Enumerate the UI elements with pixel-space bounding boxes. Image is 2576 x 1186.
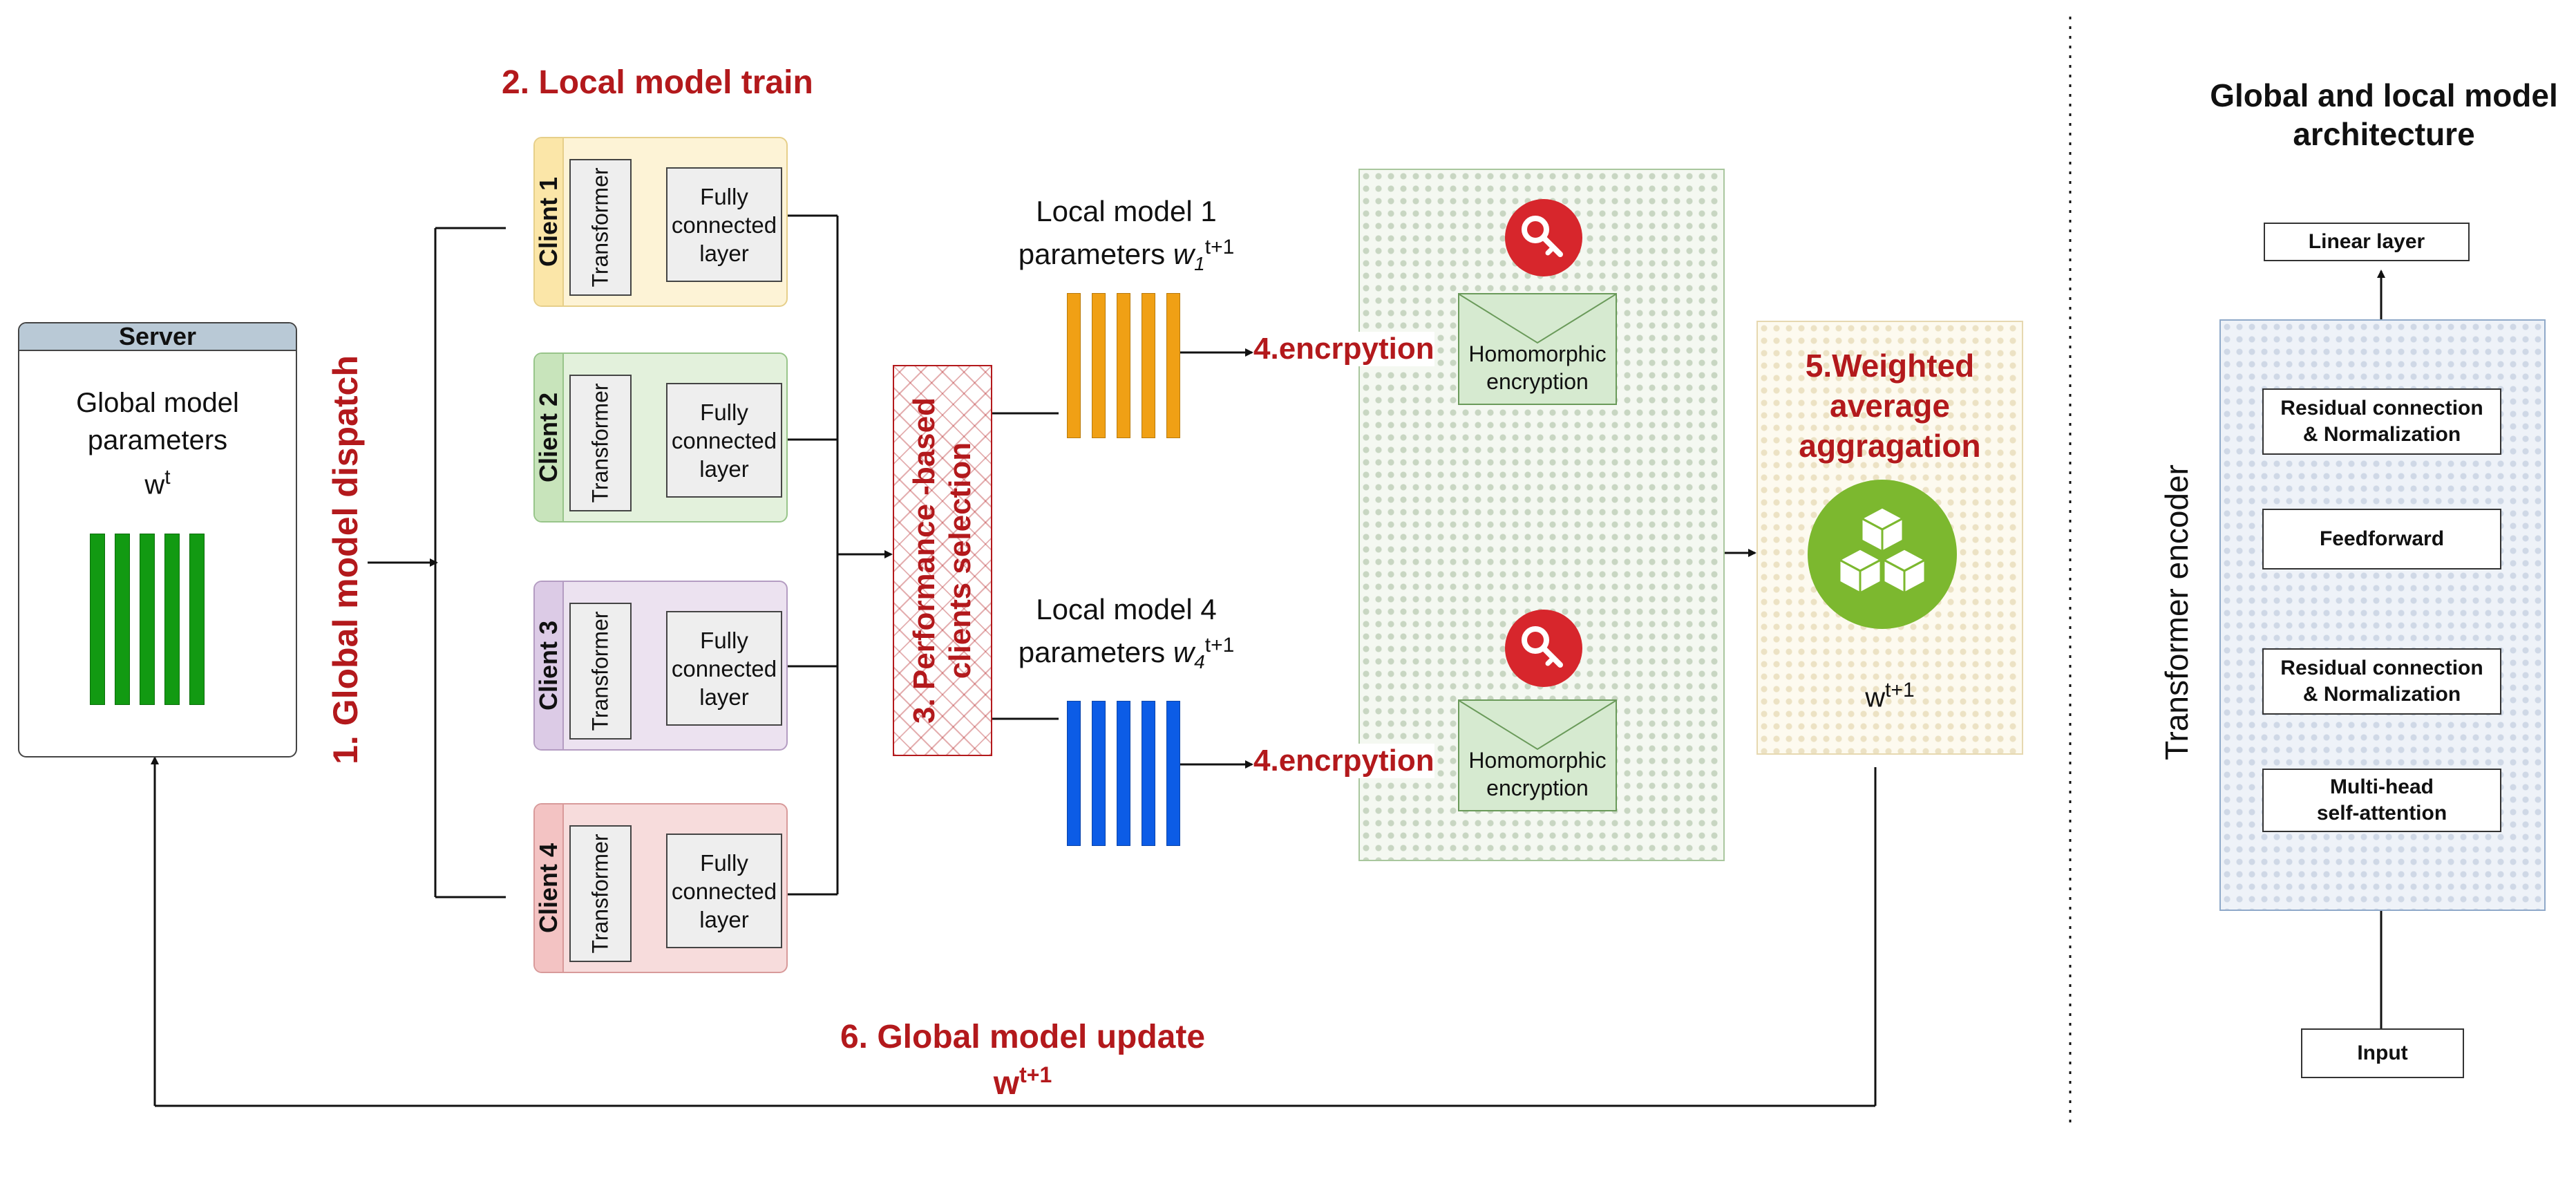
input-block: Input — [2301, 1028, 2464, 1078]
parameter-bar — [115, 534, 130, 705]
transformer-block: Transformer — [569, 375, 632, 511]
aggregation-box: 5.Weighted average aggragation wt+1 — [1756, 321, 2023, 755]
client-tab: Client 1 — [535, 138, 564, 305]
cubes-icon — [1808, 480, 1957, 629]
step-train-label: 2. Local model train — [502, 64, 813, 101]
architecture-title: Global and local model architecture — [2210, 77, 2558, 152]
server-line2: parameters — [87, 425, 228, 455]
homomorphic-encryption-4: Homomorphic encryption — [1458, 699, 1617, 811]
parameter-bar — [1142, 293, 1155, 438]
multi-head-attention-block: Multi-head self-attention — [2262, 769, 2501, 832]
parameter-bar — [1166, 701, 1180, 846]
server-line1: Global model — [76, 388, 239, 418]
transformer-block: Transformer — [569, 603, 632, 740]
server-box: Server Global model parameters wt — [18, 322, 297, 757]
local-model-1-bars — [1067, 293, 1180, 438]
local-model-1-label: Local model 1 parameters w1t+1 — [1018, 195, 1235, 275]
server-body: Global model parameters wt — [19, 351, 296, 503]
step-encryption-label-2: 4.encrpytion — [1253, 744, 1434, 778]
server-param: wt — [144, 466, 171, 500]
server-title: Server — [19, 323, 296, 351]
local-model-4-label: Local model 4 parameters w4t+1 — [1018, 593, 1235, 673]
step-encryption-label-1: 4.encrpytion — [1253, 332, 1434, 366]
homomorphic-line1: Homomorphic — [1468, 341, 1607, 366]
parameter-bar — [1067, 701, 1081, 846]
step-selection-label: 3. Performance -based clients selection — [907, 397, 977, 724]
parameter-bar — [140, 534, 155, 705]
parameter-bar — [90, 534, 105, 705]
key-icon — [1505, 199, 1582, 276]
aggregated-param: wt+1 — [1865, 679, 1915, 713]
envelope-icon — [1459, 294, 1616, 344]
parameter-bar — [1166, 293, 1180, 438]
parameter-bar — [1092, 293, 1106, 438]
parameter-bar — [164, 534, 180, 705]
residual-normalization-top: Residual connection & Normalization — [2262, 388, 2501, 455]
client-tab: Client 4 — [535, 804, 564, 972]
server-parameter-bars — [90, 534, 205, 705]
parameter-bar — [189, 534, 205, 705]
transformer-block: Transformer — [569, 825, 632, 962]
homomorphic-line1: Homomorphic — [1468, 748, 1607, 773]
parameter-bar — [1117, 701, 1130, 846]
envelope-icon — [1459, 701, 1616, 751]
client-tab: Client 3 — [535, 582, 564, 749]
homomorphic-line2: encryption — [1486, 369, 1589, 394]
feedforward-block: Feedforward — [2262, 509, 2501, 570]
performance-selection-box: 3. Performance -based clients selection — [893, 365, 992, 756]
homomorphic-line2: encryption — [1486, 775, 1589, 800]
parameter-bar — [1117, 293, 1130, 438]
parameter-bar — [1142, 701, 1155, 846]
step-update-label: 6. Global model update wt+1 — [840, 1019, 1206, 1102]
key-icon — [1505, 610, 1582, 687]
transformer-block: Transformer — [569, 159, 632, 296]
step-aggregation-label: 5.Weighted average aggragation — [1799, 348, 1981, 464]
parameter-bar — [1092, 701, 1106, 846]
client-tab: Client 2 — [535, 354, 564, 521]
local-model-4-bars — [1067, 701, 1180, 846]
linear-layer: Linear layer — [2264, 223, 2470, 261]
homomorphic-encryption-1: Homomorphic encryption — [1458, 293, 1617, 405]
parameter-bar — [1067, 293, 1081, 438]
residual-normalization-bottom: Residual connection & Normalization — [2262, 648, 2501, 715]
